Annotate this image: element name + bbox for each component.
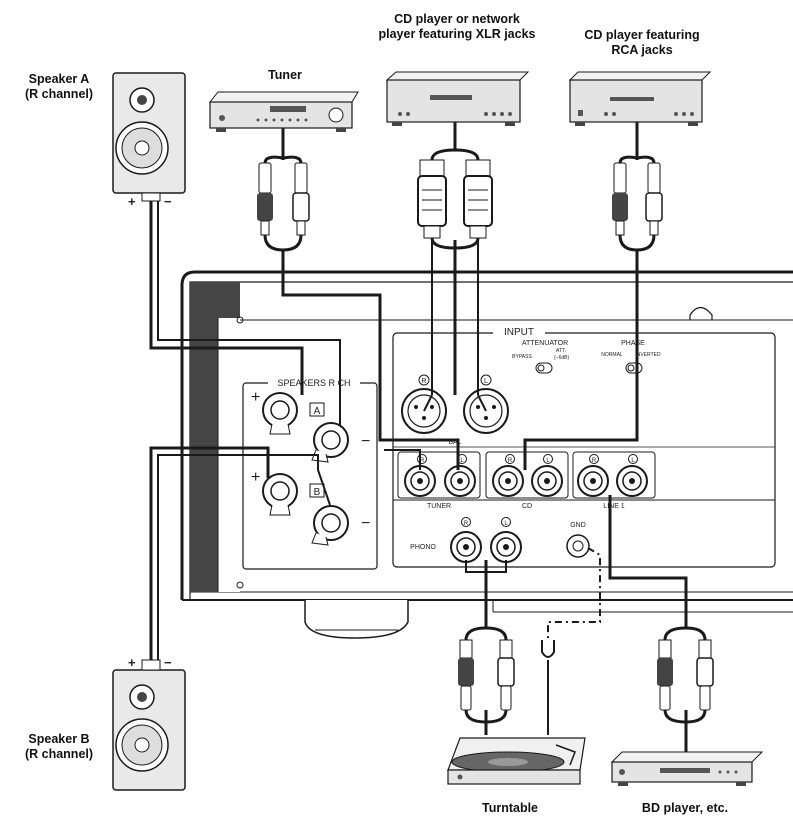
gnd-terminal[interactable]: [566, 534, 590, 558]
phono-label: PHONO: [410, 544, 436, 551]
phono-r-jack[interactable]: [450, 531, 482, 563]
cd-xlr-device: [385, 71, 530, 126]
inverted-label: INVERTED: [635, 352, 661, 358]
att-db-label: (−6dB): [554, 355, 569, 361]
speaker-a-label: Speaker A (R channel): [24, 72, 94, 101]
tuner-device: [208, 91, 359, 132]
line1-r-jack[interactable]: [577, 465, 609, 497]
normal-label: NORMAL: [601, 352, 623, 358]
bal-label: BAL: [448, 439, 461, 446]
speaker-b: + −: [112, 655, 186, 791]
speaker-b-plus-mark: +: [251, 469, 260, 486]
speaker-a-plus-mark: +: [251, 389, 260, 406]
cd-xlr-label: CD player or network player featuring XL…: [378, 12, 536, 41]
tuner-r-mark: R: [420, 458, 425, 464]
speaker-a: + −: [112, 72, 186, 209]
gnd-label: GND: [570, 522, 586, 529]
line1-r-mark: R: [592, 458, 597, 464]
tuner-r-jack[interactable]: [404, 465, 436, 497]
turntable-label: Turntable: [481, 801, 539, 815]
cd-l-jack[interactable]: [531, 465, 563, 497]
tuner-jack-label: TUNER: [427, 503, 451, 510]
cd-rca-plugs: [612, 155, 663, 236]
cd-r-mark: R: [508, 458, 513, 464]
speaker-a-mark: A: [314, 406, 321, 417]
cd-l-mark: L: [546, 458, 550, 464]
input-label: INPUT: [504, 327, 534, 338]
tuner-label: Tuner: [268, 68, 302, 82]
line1-l-jack[interactable]: [616, 465, 648, 497]
speakers-section: SPEAKERS R CH + − A + − B: [242, 376, 378, 570]
phono-rca-plugs: [458, 639, 515, 724]
bd-player-device: [610, 751, 764, 786]
speaker-b-minus: −: [164, 655, 172, 670]
cables: [149, 122, 707, 760]
speaker-b-plus-terminal[interactable]: [262, 473, 298, 516]
amplifier-rear-panel: [180, 270, 793, 639]
cd-r-jack[interactable]: [492, 465, 524, 497]
speaker-a-minus-mark: −: [361, 433, 370, 450]
tuner-rca-plugs: [257, 155, 310, 236]
bypass-label: BYPASS: [512, 354, 532, 360]
speaker-a-minus-terminal[interactable]: [311, 422, 349, 463]
turntable-device: [447, 737, 586, 785]
bal-l-mark: L: [484, 378, 488, 385]
line1-jack-label: LINE 1: [603, 503, 625, 510]
attenuator-label: ATTENUATOR: [522, 340, 568, 347]
tuner-l-mark: L: [460, 458, 464, 464]
phono-l-jack[interactable]: [490, 531, 522, 563]
speaker-a-plus-terminal[interactable]: [262, 392, 298, 435]
cd-rca-label: CD player featuring RCA jacks: [584, 28, 700, 57]
speaker-a-minus: −: [164, 194, 172, 209]
att-label: ATT.: [556, 348, 566, 354]
speaker-b-plus: +: [128, 655, 136, 670]
phono-r-mark: R: [464, 521, 469, 527]
speaker-b-minus-terminal[interactable]: [311, 505, 349, 546]
xlr-plugs: [417, 159, 493, 412]
line1-l-mark: L: [631, 458, 635, 464]
phase-label: PHASE: [621, 340, 645, 347]
speaker-a-plus: +: [128, 194, 136, 209]
bd-player-label: BD player, etc.: [641, 801, 729, 815]
speakers-label: SPEAKERS R CH: [277, 378, 350, 388]
speaker-b-mark: B: [314, 487, 321, 498]
bal-r-mark: R: [421, 378, 426, 385]
speaker-b-minus-mark: −: [361, 515, 370, 532]
bd-rca-plugs: [657, 639, 714, 724]
phono-l-mark: L: [504, 521, 508, 527]
cd-rca-device: [568, 71, 712, 126]
tuner-l-jack[interactable]: [444, 465, 476, 497]
cd-jack-label: CD: [522, 503, 532, 510]
speaker-b-label: Speaker B (R channel): [24, 732, 94, 761]
input-section: INPUT ATTENUATOR BYPASS ATT. (−6dB) PHAS…: [392, 325, 776, 568]
ground-fork: [541, 640, 555, 658]
